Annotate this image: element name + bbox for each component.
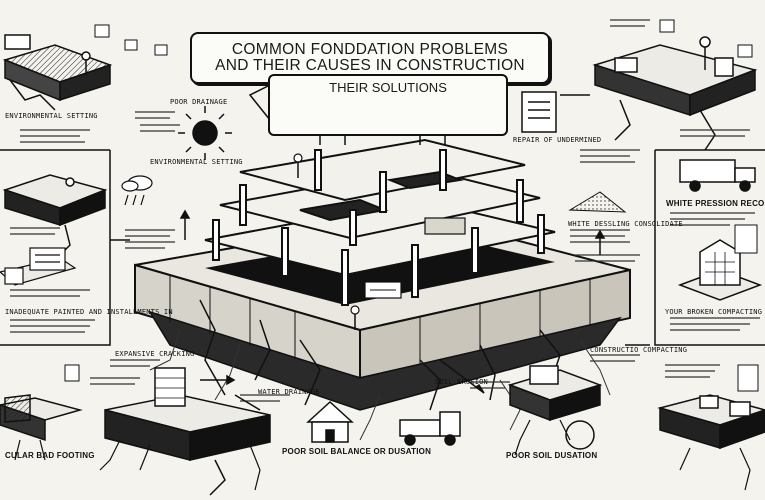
central-building-frame bbox=[204, 138, 556, 330]
top-left-slab-illustration bbox=[2, 34, 113, 111]
side-panels bbox=[0, 149, 765, 346]
top-right-slab-illustration bbox=[592, 36, 758, 151]
label-center-tag: SOIL EROSION bbox=[435, 378, 488, 386]
ground-roots bbox=[14, 419, 751, 491]
note-icons bbox=[64, 19, 759, 392]
right-gravel-illustration bbox=[568, 191, 627, 213]
label-right-mid: WHITE PRESSION RECONS bbox=[666, 199, 765, 208]
slab-sign bbox=[364, 281, 402, 299]
subtitle-box: THEIR SOLUTIONS bbox=[268, 74, 508, 136]
bottom-center-left-slab-illustration bbox=[104, 367, 271, 496]
label-top-left: ENVIRONMENTAL SETTING bbox=[5, 112, 98, 120]
bottom-truck-illustration bbox=[399, 411, 461, 446]
label-lower-mid2: WATER DRAINAGE bbox=[258, 388, 320, 396]
label-sun-caption: POOR DRAINAGE bbox=[170, 98, 228, 106]
bottom-right-slab-illustration bbox=[507, 365, 603, 450]
label-left-bottom2: EXPANSIVE CRACKING bbox=[115, 350, 195, 358]
label-top-right-small: REPAIR OF UNDERMINED bbox=[513, 136, 602, 144]
rain-cloud-icon bbox=[121, 175, 153, 206]
page-title: COMMON FONDDATION PROBLEMS AND THEIR CAU… bbox=[192, 42, 548, 74]
label-bottom-left: CULAR BAD FOOTING bbox=[5, 451, 95, 460]
label-right-mid2: WHITE DESSLING CONSOLIDATE bbox=[568, 220, 683, 228]
title-line-1: COMMON FONDDATION PROBLEMS bbox=[231, 41, 509, 58]
label-right-bottom: YOUR BROKEN COMPACTING bbox=[665, 308, 763, 316]
left-house-illustration bbox=[0, 247, 77, 286]
title-line-2: AND THEIR CAUSES IN CONSTRUCTION bbox=[215, 57, 525, 74]
right-truck-illustration bbox=[679, 159, 756, 192]
bottom-far-right-slab-illustration bbox=[657, 394, 765, 450]
right-building-illustration bbox=[677, 239, 763, 301]
label-center-left: ENVIRONMENTAL SETTING bbox=[150, 158, 243, 166]
bottom-house-illustration bbox=[306, 400, 354, 443]
document-icon bbox=[521, 91, 557, 133]
subtitle: THEIR SOLUTIONS bbox=[329, 80, 447, 95]
label-lower-mid: CONSTRUCTIO COMPACTING bbox=[590, 346, 688, 354]
sun-icon bbox=[178, 106, 232, 160]
label-left-bottom: INADEQUATE PAINTED AND INSTALLMENTS IN bbox=[5, 308, 173, 316]
bottom-left-slab-illustration bbox=[0, 394, 83, 442]
left-mid-slab-illustration bbox=[2, 174, 108, 256]
label-bottom-center-left: POOR SOIL BALANCE OR DUSATION bbox=[282, 447, 432, 456]
label-bottom-center-right: POOR SOIL DUSATION bbox=[506, 451, 598, 460]
